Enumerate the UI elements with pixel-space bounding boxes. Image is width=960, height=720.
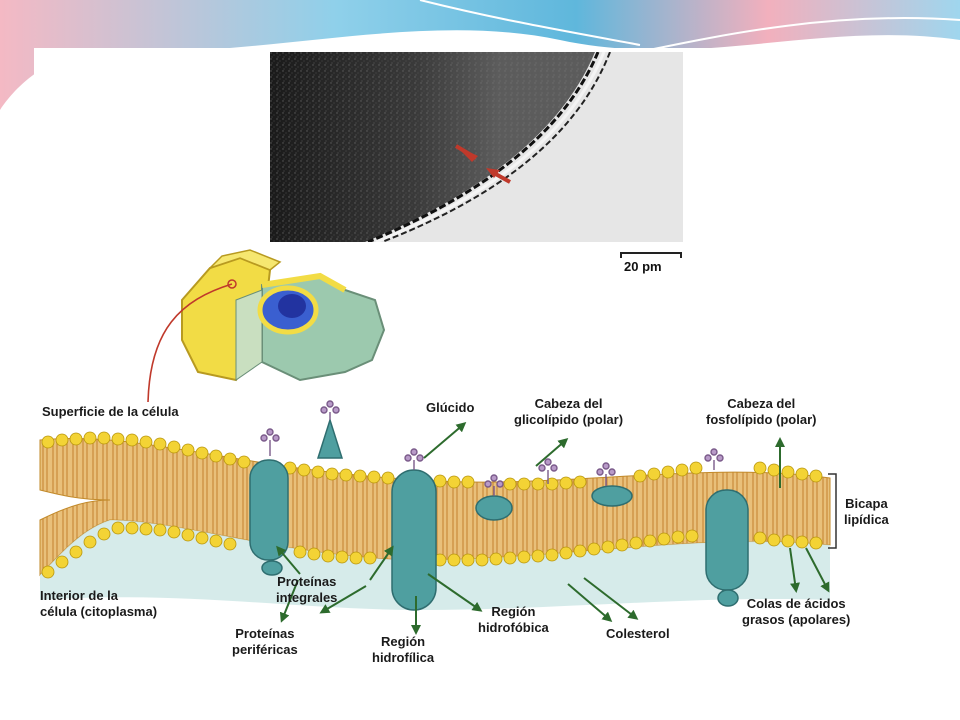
annotation-arrows — [276, 422, 830, 635]
cell-cube-illustration — [181, 249, 386, 382]
carbohydrate-chains — [260, 400, 724, 496]
label-cell-surface: Superficie de la célula — [42, 404, 179, 419]
scale-bar-label: 20 pm — [624, 259, 662, 274]
label-cholesterol: Colesterol — [606, 626, 670, 641]
integral-proteins — [249, 417, 749, 611]
peripheral-proteins — [261, 485, 739, 607]
red-arrow-icon — [486, 168, 500, 178]
electron-micrograph — [270, 52, 683, 242]
label-carbohydrate: Glúcido — [426, 400, 475, 415]
